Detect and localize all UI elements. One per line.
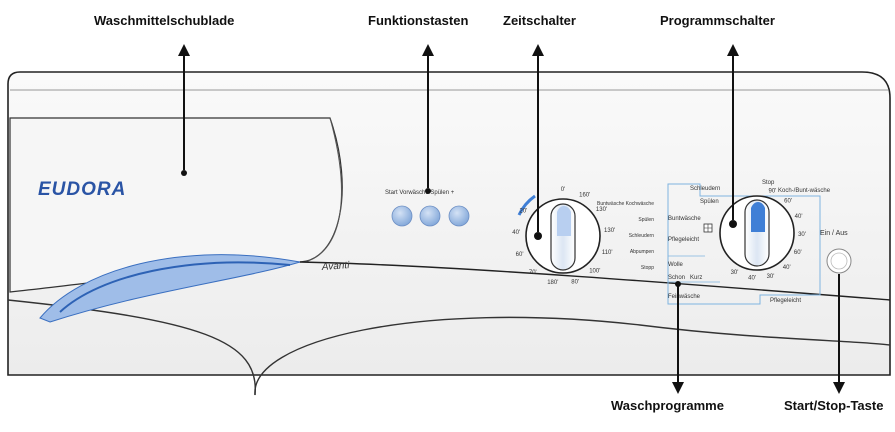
callout-start-stop: Start/Stop-Taste — [784, 398, 884, 413]
callout-program-selector: Programmschalter — [660, 13, 775, 28]
program-marks: 90' 60' 40' 30' 60' 40' 30' 40' 30' — [731, 189, 806, 282]
program-mark: 60' — [794, 250, 802, 256]
program-label: Pflegeleicht — [770, 298, 801, 304]
program-label: Pflegeleicht — [668, 237, 699, 243]
model-label: Avanti — [320, 260, 350, 273]
timer-mark: 110' — [602, 250, 613, 256]
onoff-label: Ein / Aus — [820, 230, 848, 237]
callout-detergent-drawer: Waschmittelschublade — [94, 13, 235, 28]
start-stop-button[interactable] — [826, 248, 852, 274]
program-dial[interactable]: 90' 60' 40' 30' 60' 40' 30' 40' 30' — [719, 189, 806, 282]
program-mark: 30' — [731, 270, 739, 276]
program-column-item: Spülen — [638, 217, 654, 223]
callout-arrows — [178, 44, 845, 394]
function-keys — [391, 205, 470, 227]
timer-mark: 60' — [516, 252, 524, 258]
brand-logo: EUDORA — [38, 179, 126, 200]
program-column-item: Schleudern — [629, 233, 655, 239]
program-label: Koch-/Bunt-wäsche — [778, 188, 831, 194]
program-column-item: Abpumpen — [630, 249, 654, 255]
function-key-1[interactable] — [391, 205, 413, 227]
timer-mark: 180' — [547, 280, 558, 286]
timer-mark: 80' — [571, 279, 579, 285]
program-label: Spülen — [700, 199, 719, 205]
callout-timer: Zeitschalter — [503, 13, 576, 28]
program-mark: 40' — [795, 214, 803, 220]
timer-mark: 130' — [596, 207, 607, 213]
program-mark: 40' — [748, 276, 756, 282]
function-key-2[interactable] — [419, 205, 441, 227]
program-label: Kurz — [690, 275, 702, 281]
timer-mark: 70' — [529, 270, 537, 276]
timer-marks: 0' 160' 130' 130' 110' 100' 80' 180' 70' 60' 40' 20… — [512, 187, 615, 286]
program-label: Schon — [668, 275, 685, 281]
timer-mark: 130' — [604, 228, 615, 234]
program-label: Stop — [762, 180, 775, 186]
function-key-3[interactable] — [448, 205, 470, 227]
program-label: Feinwäsche — [668, 294, 701, 300]
program-label: Schleudern — [690, 186, 720, 192]
function-keys-label: Start Vorwäsche Spülen + — [385, 190, 455, 196]
program-column-item: Stopp — [641, 265, 654, 271]
program-center-dot — [729, 220, 737, 228]
program-mark: 90' — [768, 189, 776, 195]
program-label: Wolle — [668, 262, 684, 268]
drawer-handle[interactable] — [59, 261, 291, 313]
program-mark: 60' — [784, 199, 792, 205]
timer-mark: 160' — [579, 192, 590, 198]
program-left-column: Buntwäsche KochwäscheSpülenSchleudernAbp… — [597, 201, 654, 271]
program-mark: 30' — [798, 232, 806, 238]
timer-mark: 100' — [589, 269, 600, 275]
program-mark: 30' — [767, 274, 775, 280]
detergent-drawer[interactable] — [9, 117, 343, 323]
program-column-item: Buntwäsche Kochwäsche — [597, 201, 654, 207]
timer-dial[interactable]: 0' 160' 130' 130' 110' 100' 80' 180' 70' 60' 40' 20… — [512, 187, 615, 286]
callout-wash-programs: Waschprogramme — [611, 398, 724, 413]
program-mark: 40' — [783, 265, 791, 271]
timer-mark: 20' — [519, 209, 527, 215]
timer-center-dot — [534, 232, 542, 240]
callout-function-keys: Funktionstasten — [368, 13, 469, 28]
timer-mark: 40' — [512, 230, 520, 236]
program-label: Buntwäsche — [668, 216, 701, 222]
panel-swoosh — [299, 261, 891, 301]
timer-mark: 0' — [561, 187, 565, 193]
